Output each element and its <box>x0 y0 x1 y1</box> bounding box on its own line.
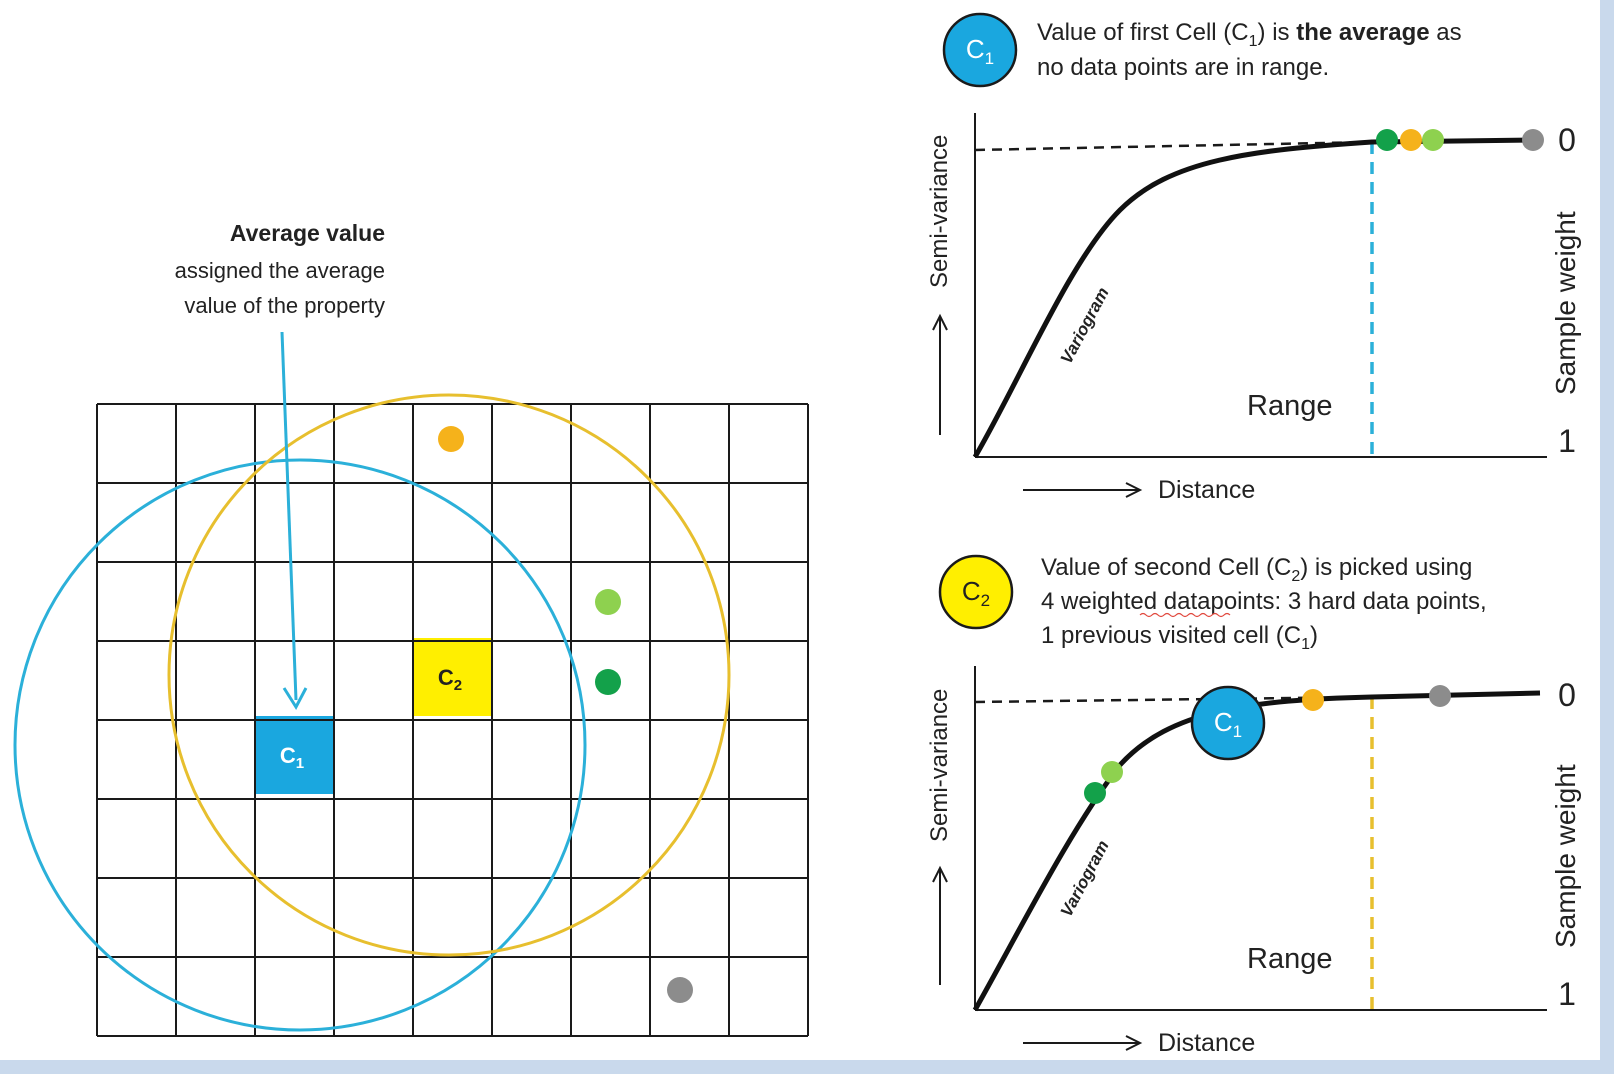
top-x-arrow-head <box>1125 482 1143 498</box>
top-range-label: Range <box>1247 390 1332 422</box>
top-x-label: Distance <box>1158 476 1255 504</box>
top-dot-gray <box>1522 129 1544 151</box>
top-y-label: Semi-variance <box>926 135 953 288</box>
bottom-caption-line-2: 4 weighted datapoints: 3 hard data point… <box>1041 588 1487 615</box>
bottom-caption-line-3: 1 previous visited cell (C1) <box>1041 622 1318 653</box>
c1-search-circle <box>13 458 587 1032</box>
callout-arrow-line <box>280 331 298 701</box>
data-point-orange <box>438 426 464 452</box>
cell-c1-label: C1 <box>280 743 304 772</box>
cell-c1 <box>255 716 333 794</box>
top-variogram-curve <box>972 137 1536 459</box>
callout-line-2: value of the property <box>184 293 385 318</box>
top-dot-dark-green <box>1376 129 1398 151</box>
bottom-dot-light-green <box>1101 761 1123 783</box>
callout-arrow-head <box>282 687 308 710</box>
bottom-range-label: Range <box>1247 943 1332 975</box>
top-sill-line <box>974 140 1373 152</box>
data-point-light-green <box>595 589 621 615</box>
c2-search-circle <box>167 393 731 957</box>
grid-panel: Average value assigned the average value… <box>13 220 809 1037</box>
top-dot-orange <box>1400 129 1422 151</box>
grid-lines <box>96 403 809 1037</box>
top-curve-label: Variogram <box>1057 284 1113 367</box>
top-dot-light-green <box>1422 129 1444 151</box>
bottom-c2-badge-label: C2 <box>962 576 990 610</box>
cell-c2 <box>413 638 491 716</box>
top-caption-line-1: Value of first Cell (C1) is the average … <box>1037 19 1462 50</box>
bottom-y-label: Semi-variance <box>926 689 953 842</box>
cell-c2-label: C2 <box>438 665 462 694</box>
bottom-c2-badge <box>938 554 1014 630</box>
bottom-y-arrow-head <box>932 865 948 883</box>
bottom-x-label: Distance <box>1158 1029 1255 1057</box>
bottom-dot-orange <box>1302 689 1324 711</box>
bottom-weight-0: 0 <box>1558 677 1576 713</box>
bottom-c1-marker <box>1190 685 1266 761</box>
top-weight-0: 0 <box>1558 122 1576 158</box>
callout-line-1: assigned the average <box>175 258 385 283</box>
top-y-arrow-head <box>932 313 948 331</box>
data-point-dark-green <box>595 669 621 695</box>
top-caption-line-2: no data points are in range. <box>1037 54 1329 81</box>
top-c1-badge <box>942 12 1018 88</box>
top-y2-label: Sample weight <box>1550 211 1581 395</box>
bottom-dot-dark-green <box>1084 782 1106 804</box>
top-c1-badge-label: C1 <box>966 34 994 68</box>
callout-title: Average value <box>230 220 385 246</box>
bottom-weight-1: 1 <box>1558 976 1576 1012</box>
bottom-y2-label: Sample weight <box>1550 764 1581 948</box>
top-weight-1: 1 <box>1558 423 1576 459</box>
bottom-x-arrow-head <box>1125 1035 1143 1051</box>
bottom-c1-marker-label: C1 <box>1214 707 1242 741</box>
bottom-dot-gray <box>1429 685 1451 707</box>
data-point-gray <box>667 977 693 1003</box>
spellcheck-underline <box>1139 612 1231 618</box>
bottom-variogram-panel: C2 Value of second Cell (C2) is picked u… <box>926 554 1581 1057</box>
bottom-caption-line-1: Value of second Cell (C2) is picked usin… <box>1041 554 1472 585</box>
top-variogram-panel: C1 Value of first Cell (C1) is the avera… <box>926 12 1581 504</box>
